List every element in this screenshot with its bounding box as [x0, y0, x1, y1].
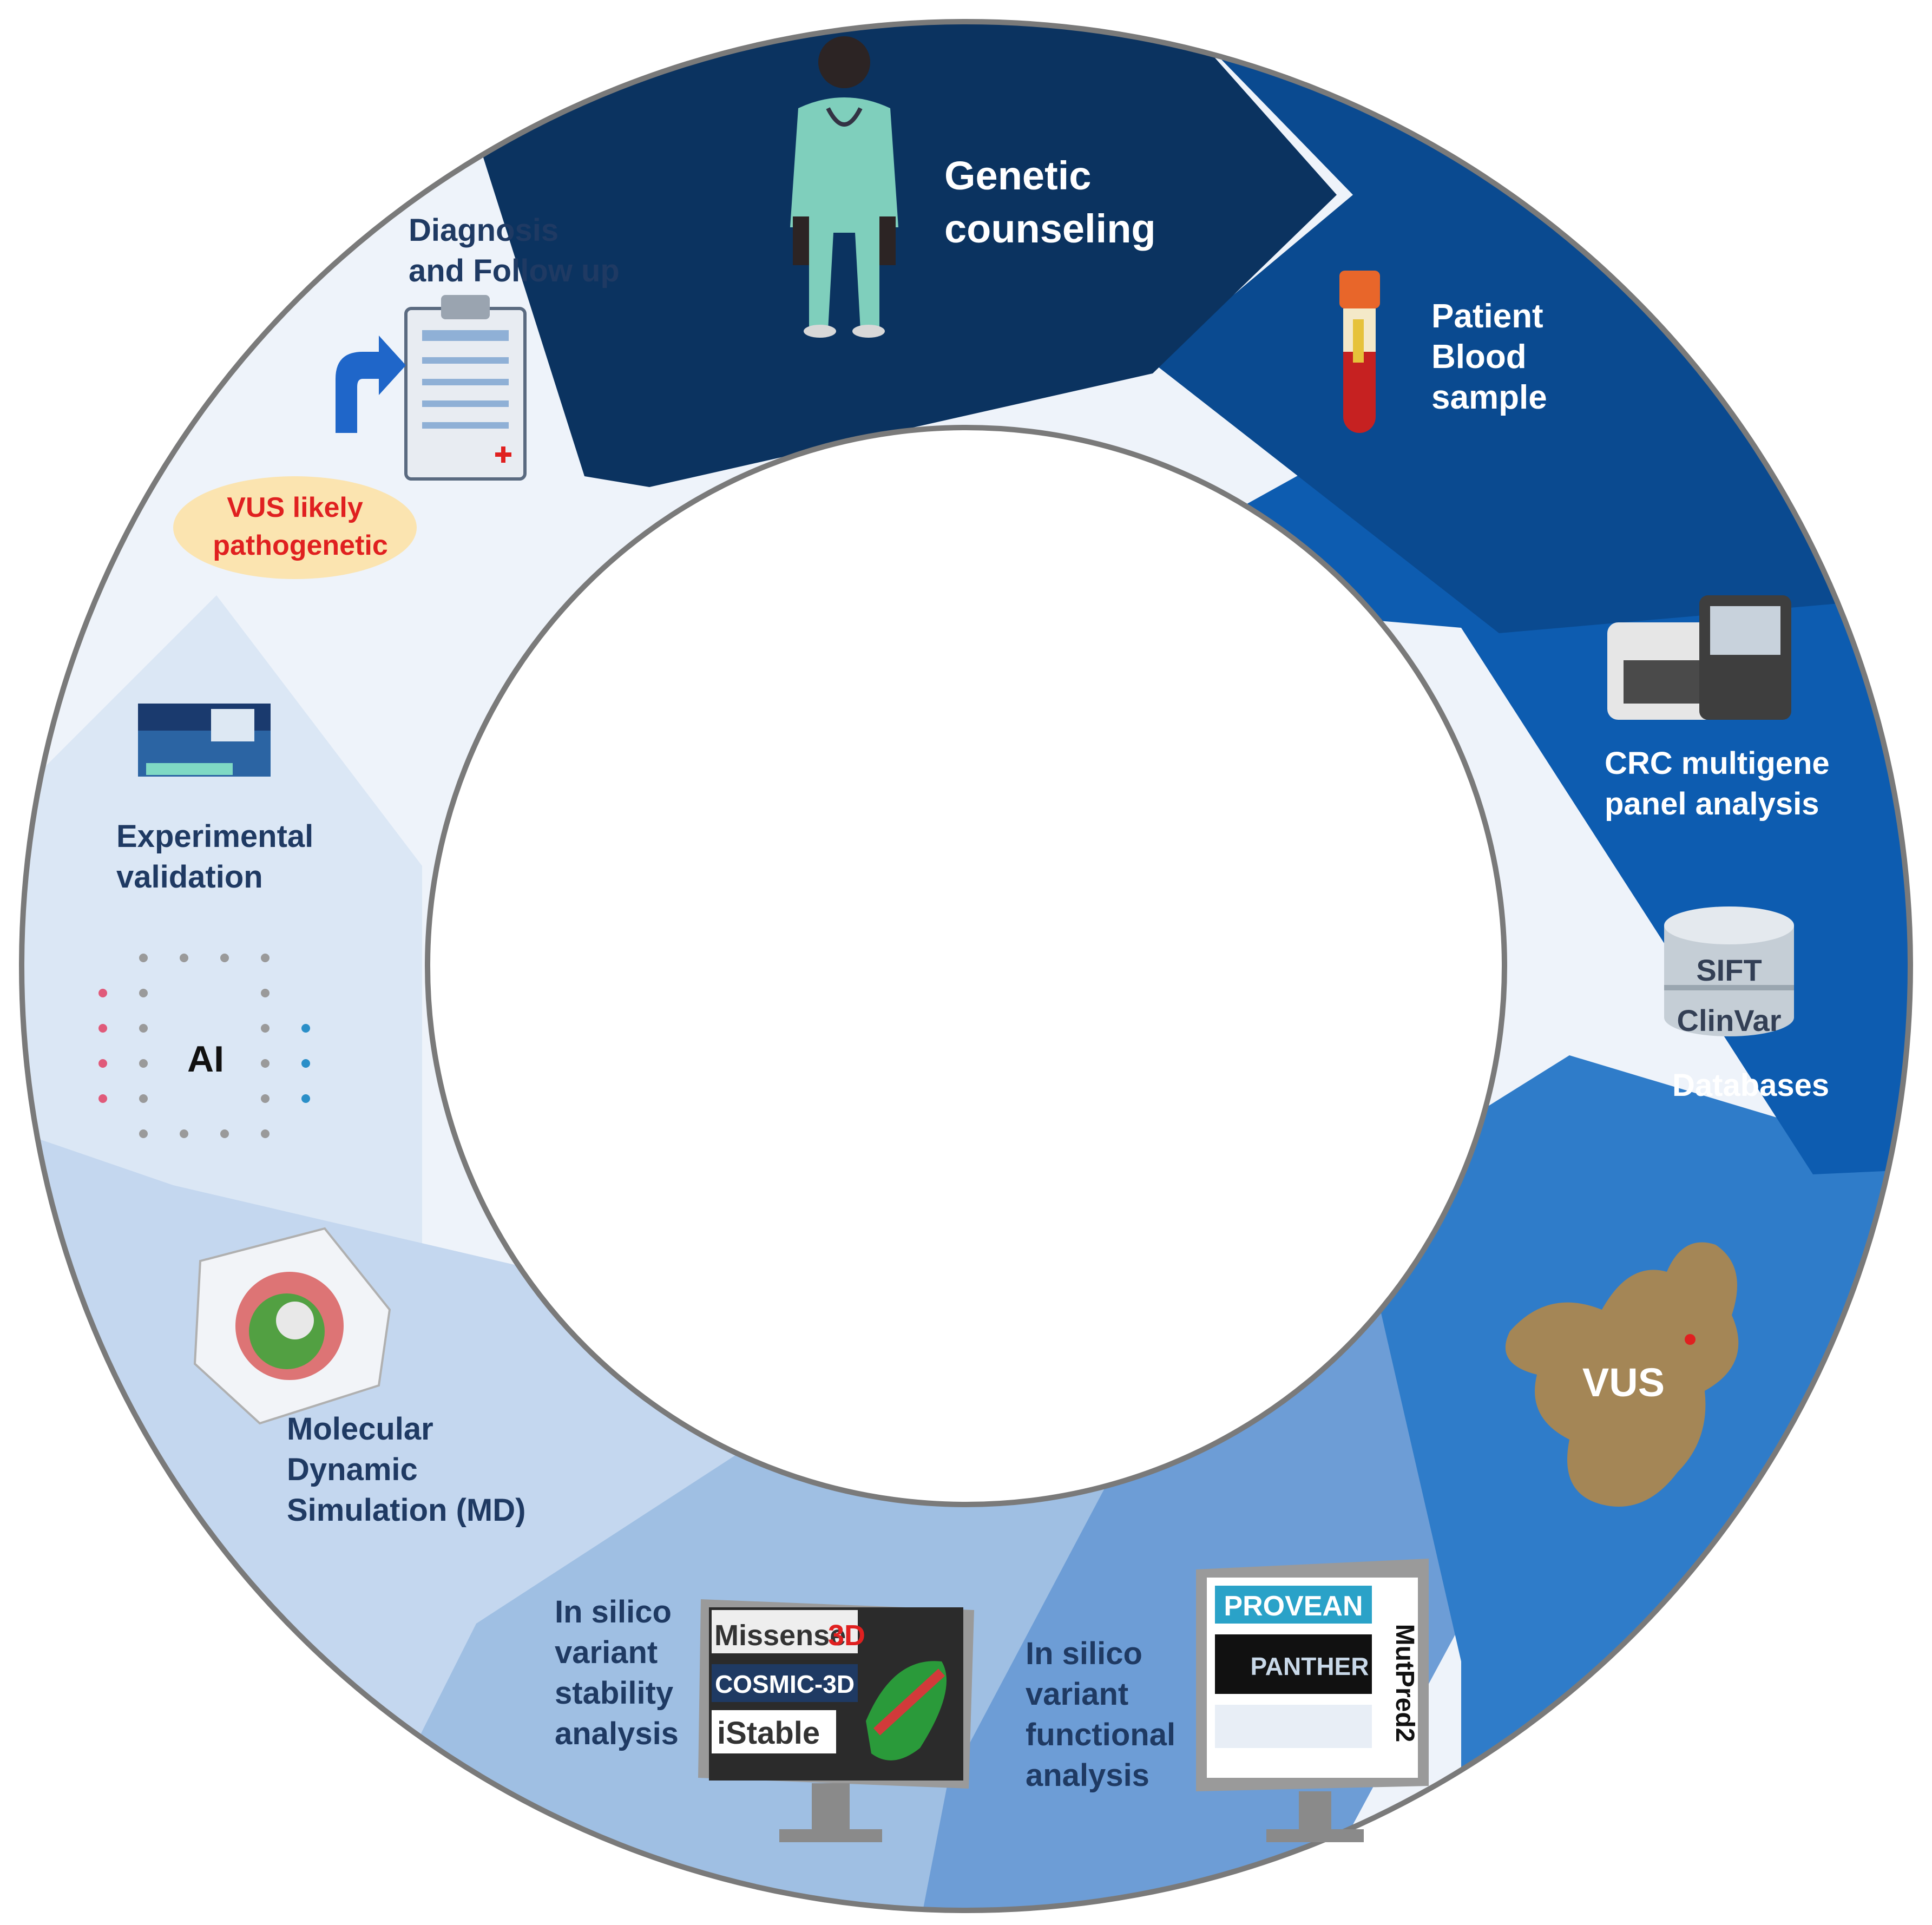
ai-dot [180, 954, 188, 962]
tool-cosmic-3d: COSMIC-3D [715, 1670, 855, 1698]
segment-experimental [21, 595, 422, 1245]
db-label-sift: SIFT [1696, 953, 1762, 987]
stage-label-experimental-1: Experimental [116, 819, 313, 854]
ai-dot [220, 954, 229, 962]
monitor-functional-icon: PROVEAN PANTHER MutPred2 [1196, 1559, 1429, 1842]
ai-dot [139, 1059, 148, 1068]
ai-dot [261, 1059, 270, 1068]
ai-dot [261, 1024, 270, 1033]
ai-dot [98, 1024, 107, 1033]
sequencer-icon [1607, 595, 1791, 720]
stage-label-ai: AI [187, 1039, 224, 1080]
tool-mutpred2: MutPred2 [1390, 1624, 1419, 1743]
vus-likely-label-1: VUS likely [227, 492, 363, 523]
blood-tube-icon [1339, 271, 1380, 433]
monitor-stability-icon: Missense 3D COSMIC-3D iStable [698, 1599, 974, 1842]
ring-outer-border [19, 19, 1913, 1913]
db-label-clinvar: ClinVar [1677, 1003, 1782, 1037]
tool-missense: Missense [714, 1619, 846, 1652]
vus-likely-badge [173, 476, 417, 579]
stage-label-stability-1: In silico [555, 1594, 672, 1630]
stage-label-functional-3: functional [1026, 1717, 1175, 1752]
md-simulation-icon [193, 1227, 391, 1425]
ai-dot [261, 954, 270, 962]
stage-label-stability-2: variant [555, 1635, 658, 1670]
ai-dot [301, 1024, 310, 1033]
ai-dot [98, 1094, 107, 1103]
tool-provean: PROVEAN [1224, 1591, 1363, 1622]
ai-dot [139, 954, 148, 962]
stage-label-stability-4: analysis [555, 1716, 679, 1751]
stage-label-crc-2: panel analysis [1605, 786, 1819, 822]
ai-dot [98, 1059, 107, 1068]
stage-label-diagnosis-1: Diagnosis [409, 213, 558, 248]
ai-dot-grid-icon [98, 954, 310, 1138]
stage-label-crc-1: CRC multigene [1605, 746, 1830, 781]
stage-label-functional-1: In silico [1026, 1636, 1142, 1671]
ai-dot [139, 1094, 148, 1103]
stage-label-md-3: Simulation (MD) [287, 1493, 525, 1528]
protein-structure-icon [1505, 1242, 1739, 1507]
ai-dot [220, 1129, 229, 1138]
stage-label-stability-3: stability [555, 1676, 673, 1711]
stage-label-blood-1: Patient [1431, 298, 1543, 335]
vus-likely-label-2: pathogenetic [213, 530, 388, 561]
ai-dot [139, 1024, 148, 1033]
lab-photo-icon [138, 704, 271, 777]
segment-counseling [476, 22, 1337, 487]
doctor-icon [790, 36, 898, 338]
ai-dot [139, 989, 148, 997]
ai-dot [261, 1094, 270, 1103]
stage-label-md-1: Molecular [287, 1411, 433, 1447]
stage-label-databases: Databases [1672, 1068, 1829, 1103]
clipboard-icon [404, 295, 527, 481]
stage-label-experimental-2: validation [116, 859, 263, 895]
ring-inner-border [425, 425, 1507, 1507]
tool-missense-3d: 3D [828, 1619, 865, 1652]
stage-label-functional-2: variant [1026, 1677, 1128, 1712]
stage-label-vus: VUS [1582, 1360, 1665, 1405]
stage-label-functional-4: analysis [1026, 1758, 1149, 1793]
stage-label-diagnosis-2: and Follow up [409, 253, 620, 288]
stage-label-blood-3: sample [1431, 379, 1547, 416]
database-icon [1664, 906, 1794, 1036]
ai-dot [180, 1129, 188, 1138]
ai-dot [301, 1094, 310, 1103]
tool-panther: PANTHER [1251, 1652, 1369, 1680]
ai-dot [261, 989, 270, 997]
stage-label-md-2: Dynamic [287, 1452, 418, 1487]
stage-label-counseling-2: counseling [944, 206, 1156, 251]
stage-label-counseling-1: Genetic [944, 153, 1091, 198]
ai-dot [98, 989, 107, 997]
ai-dot [261, 1129, 270, 1138]
stage-label-blood-2: Blood [1431, 338, 1527, 376]
ai-dot [301, 1059, 310, 1068]
ai-dot [139, 1129, 148, 1138]
tool-istable: iStable [717, 1716, 820, 1751]
arrow-icon [336, 336, 406, 433]
